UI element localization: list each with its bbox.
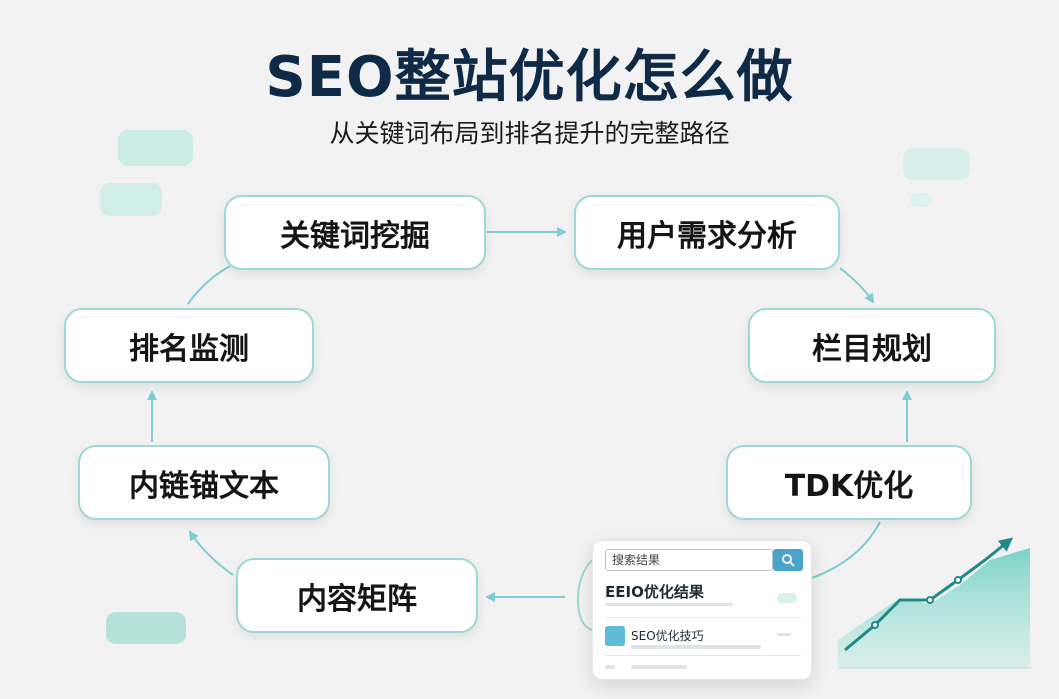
result-tag [777,593,797,603]
search-result-title[interactable]: EEIO优化结果 [605,583,704,601]
arrow-ranking-to-keyword [187,265,231,305]
growth-chart-point [954,576,962,584]
arrow-card-edge [576,559,593,631]
node-user-needs: 用户需求分析 [574,195,840,270]
node-ranking-monitor: 排名监测 [64,308,314,383]
arrow-content-to-anchor [188,530,234,576]
node-content-matrix: 内容矩阵 [236,558,478,633]
search-result-card: 搜索结果 EEIO优化结果 SEO优化技巧 [592,540,812,680]
result-snippet-line [631,665,687,669]
decor-tile [903,148,970,180]
decor-tile [910,193,932,207]
result-snippet-line [631,645,761,649]
node-keyword-mining: 关键词挖掘 [224,195,486,270]
decor-tile [100,183,162,216]
growth-chart-area [838,548,1030,668]
result-snippet-line [605,665,615,669]
result-snippet-line [777,633,791,636]
node-tdk-optimization: TDK优化 [726,445,972,520]
result-snippet-line [605,603,733,606]
decor-tile [106,612,186,644]
node-column-planning: 栏目规划 [748,308,996,383]
growth-chart-point [871,621,879,629]
arrow-tdk-to-content [811,521,881,579]
card-divider [605,617,801,618]
page-title: SEO整站优化怎么做 [265,45,794,110]
search-button[interactable] [773,549,803,571]
search-result-item[interactable]: SEO优化技巧 [631,629,704,643]
search-input[interactable]: 搜索结果 [605,549,773,571]
node-internal-anchor: 内链锚文本 [78,445,330,520]
growth-chart-point [926,596,934,604]
card-divider [605,655,801,656]
result-thumbnail [605,626,625,646]
decor-tile [118,130,193,166]
page-subtitle: 从关键词布局到排名提升的完整路径 [329,119,730,148]
search-icon [782,554,795,567]
arrow-needs-to-columns [839,267,875,304]
